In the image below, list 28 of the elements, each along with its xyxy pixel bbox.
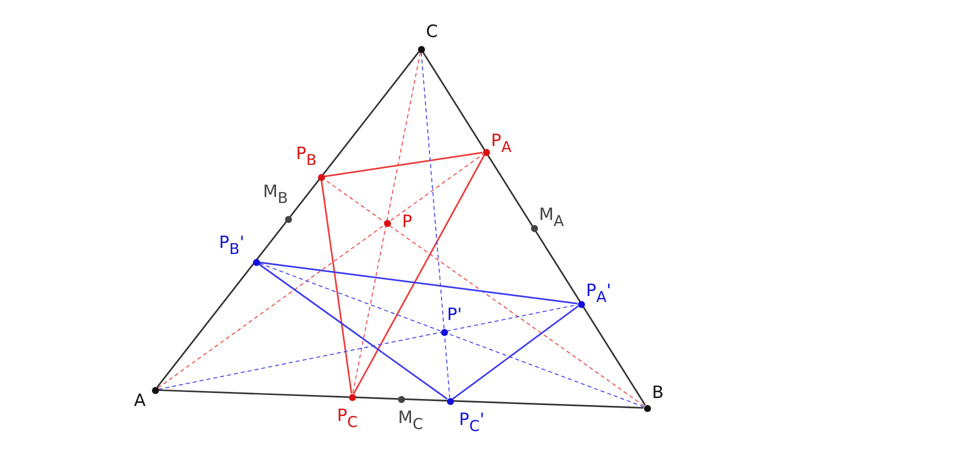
line-segment: [324, 152, 483, 178]
point-label: P$_{A}$: [491, 133, 512, 155]
point-label: P': [447, 307, 462, 324]
dashed-line: [157, 154, 484, 388]
point-label: C: [426, 24, 438, 41]
point-label: M$_{A}$: [539, 207, 564, 229]
line-segment: [156, 51, 420, 388]
point-label: P$_{B}$': [219, 235, 244, 257]
line-segment: [352, 154, 486, 394]
line-segment: [452, 305, 579, 400]
point-label: P: [402, 214, 412, 231]
line-segment: [258, 263, 448, 400]
dashed-line: [158, 304, 578, 390]
line-segment: [158, 389, 644, 409]
point-label: B: [652, 385, 664, 402]
point-label: P$_{A}$': [586, 283, 612, 305]
point-label: A: [134, 393, 146, 410]
dashed-line: [258, 262, 644, 408]
dashed-line: [420, 52, 450, 398]
point-label: M$_{B}$: [263, 184, 288, 206]
line-segment: [259, 262, 578, 304]
point-label: P$_{C}$: [337, 408, 358, 430]
point-label: P$_{C}$': [459, 412, 484, 434]
line-segment: [422, 52, 646, 406]
point-label: M$_{C}$: [398, 410, 424, 432]
line-segment: [320, 180, 352, 394]
dashed-line: [352, 52, 421, 394]
point-label: P$_{B}$: [296, 146, 317, 168]
